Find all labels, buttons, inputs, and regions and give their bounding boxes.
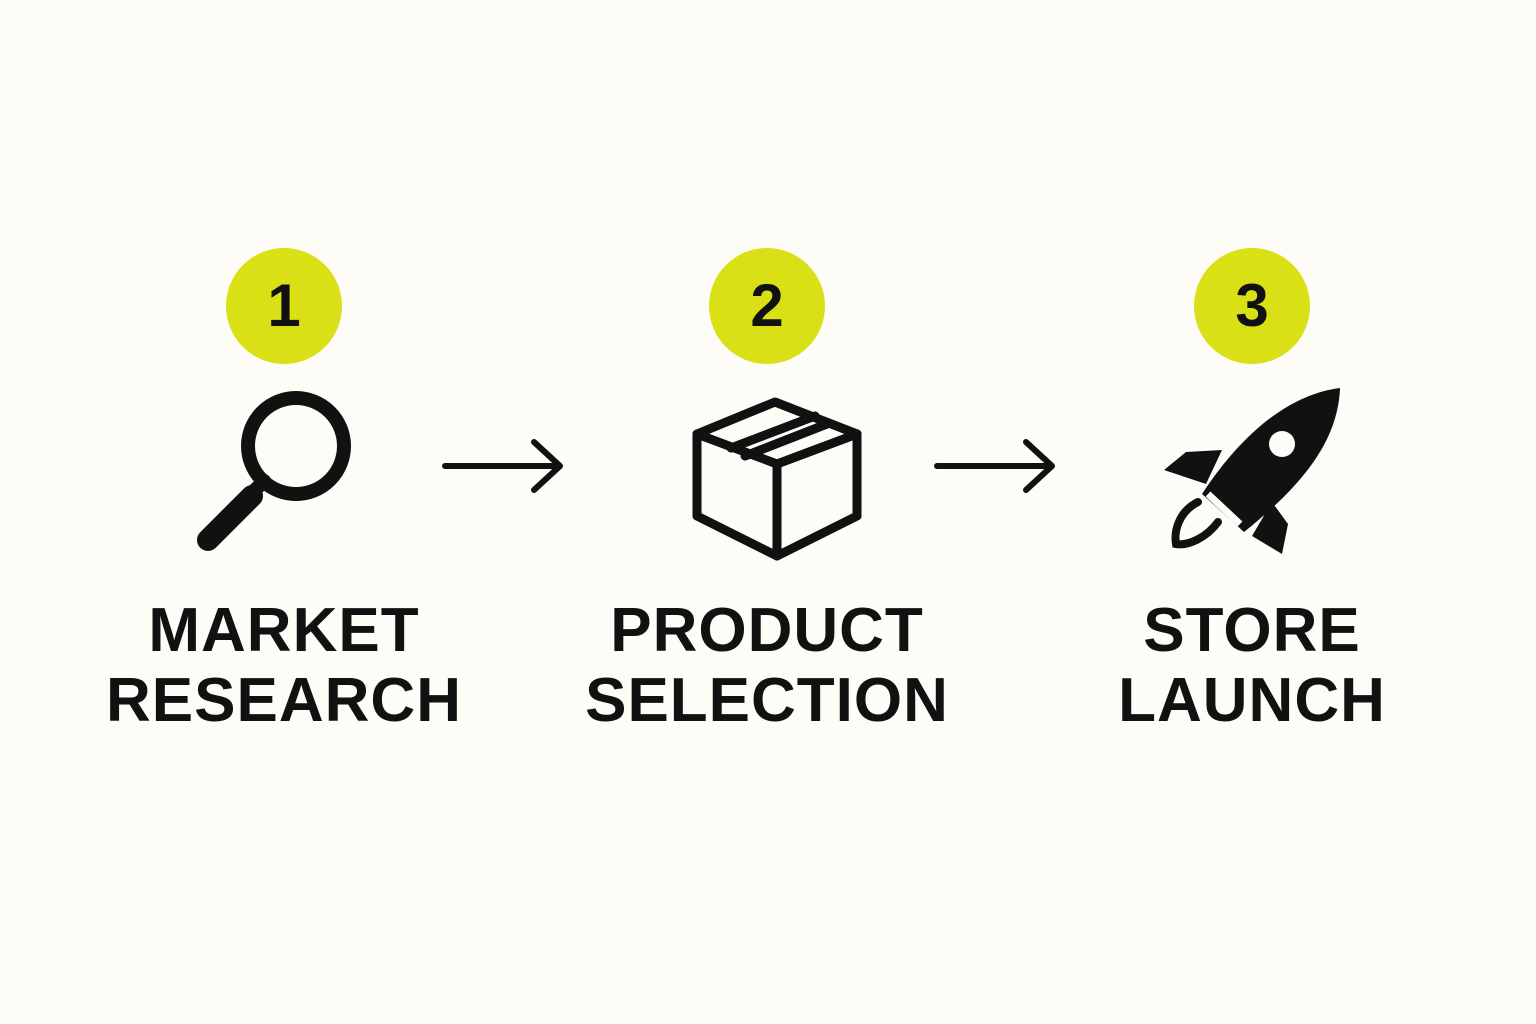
step-label-line: STORE [1143, 596, 1361, 665]
step-number-badge: 1 [226, 248, 342, 364]
step-product-selection: 2 PRODUCT SELECTION [557, 248, 977, 748]
step-store-launch: 3 STORE LAUNCH [1042, 248, 1462, 748]
step-label-line: MARKET [148, 596, 420, 665]
step-label-line: SELECTION [585, 666, 949, 735]
step-label-line: RESEARCH [106, 666, 462, 735]
step-number-badge: 3 [1194, 248, 1310, 364]
box-icon [667, 386, 867, 566]
arrow-right-icon [932, 430, 1062, 500]
step-market-research: 1 MARKET RESEARCH [74, 248, 494, 748]
step-label: PRODUCT SELECTION [557, 596, 977, 736]
step-label-line: LAUNCH [1118, 666, 1386, 735]
step-label: MARKET RESEARCH [74, 596, 494, 736]
step-label-line: PRODUCT [610, 596, 924, 665]
step-label: STORE LAUNCH [1042, 596, 1462, 736]
arrow-right-icon [440, 430, 570, 500]
rocket-icon [1152, 386, 1352, 566]
magnifier-icon [184, 386, 384, 566]
step-number-badge: 2 [709, 248, 825, 364]
